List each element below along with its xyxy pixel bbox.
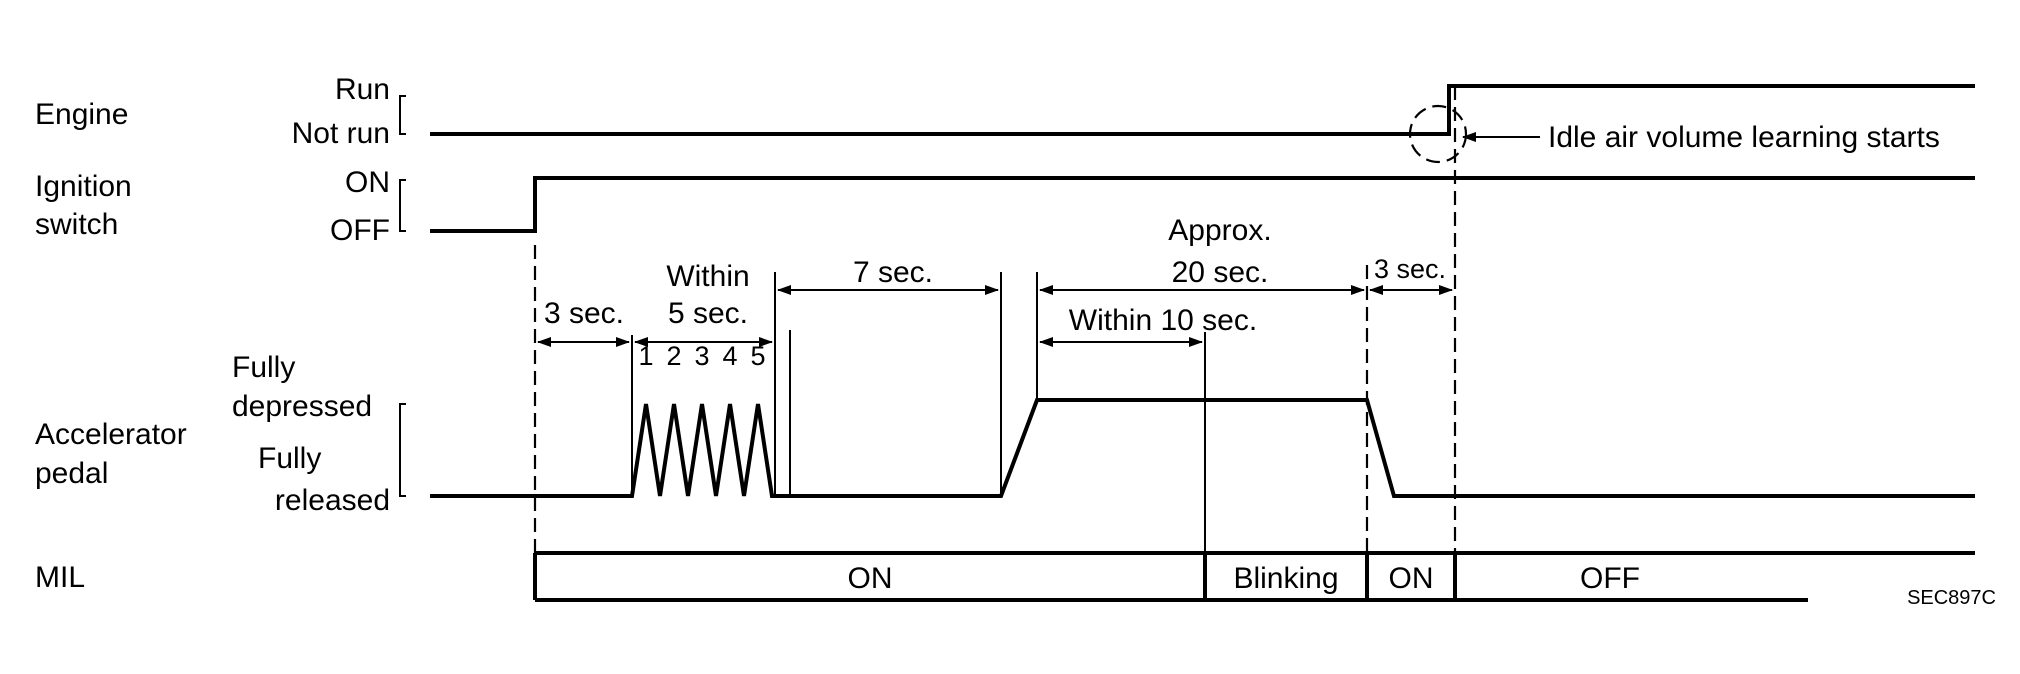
ignition-trace <box>430 176 1975 233</box>
ignition-label-line1: Ignition <box>35 170 132 203</box>
ignition-on-label: ON <box>345 166 390 199</box>
label-within-5sec-line1: Within <box>666 260 749 293</box>
mil-state-on-1: ON <box>848 562 893 595</box>
label-within-10sec: Within 10 sec. <box>1069 304 1257 337</box>
press-count-2: 2 <box>666 341 681 371</box>
press-count-1: 1 <box>638 341 653 371</box>
accelerator-pedal-trace <box>430 398 1975 498</box>
accelerator-label-line1: Accelerator <box>35 418 187 451</box>
pedal-depressed-label-line2: depressed <box>232 390 372 423</box>
engine-level-bracket <box>399 95 406 135</box>
label-3sec-end: 3 sec. <box>1374 254 1446 284</box>
mil-state-on-2: ON <box>1389 562 1434 595</box>
label-approx-line1: Approx. <box>1168 214 1271 247</box>
label-approx-line2: 20 sec. <box>1172 256 1269 289</box>
press-count-5: 5 <box>750 341 765 371</box>
label-within-5sec-line2: 5 sec. <box>668 297 748 330</box>
figure-code: SEC897C <box>1907 587 1996 609</box>
mil-label: MIL <box>35 561 85 594</box>
pedal-released-label-line2: released <box>275 484 390 517</box>
mil-state-blinking: Blinking <box>1233 562 1338 595</box>
press-count-3: 3 <box>694 341 709 371</box>
accelerator-label-line2: pedal <box>35 457 108 490</box>
mil-state-off: OFF <box>1580 562 1640 595</box>
pedal-released-label-line1: Fully <box>258 442 321 475</box>
engine-trace <box>430 84 1975 136</box>
learning-start-annotation: Idle air volume learning starts <box>1548 121 1940 154</box>
ignition-level-bracket <box>399 179 406 232</box>
engine-label: Engine <box>35 98 128 131</box>
engine-run-label: Run <box>335 73 390 106</box>
press-count-4: 4 <box>722 341 737 371</box>
ignition-label-line2: switch <box>35 208 118 241</box>
pedal-level-bracket <box>399 403 406 497</box>
pedal-depressed-label-line1: Fully <box>232 351 295 384</box>
label-3sec: 3 sec. <box>544 297 624 330</box>
ignition-off-label: OFF <box>330 214 390 247</box>
engine-not-run-label: Not run <box>292 117 390 150</box>
label-7sec: 7 sec. <box>853 256 933 289</box>
